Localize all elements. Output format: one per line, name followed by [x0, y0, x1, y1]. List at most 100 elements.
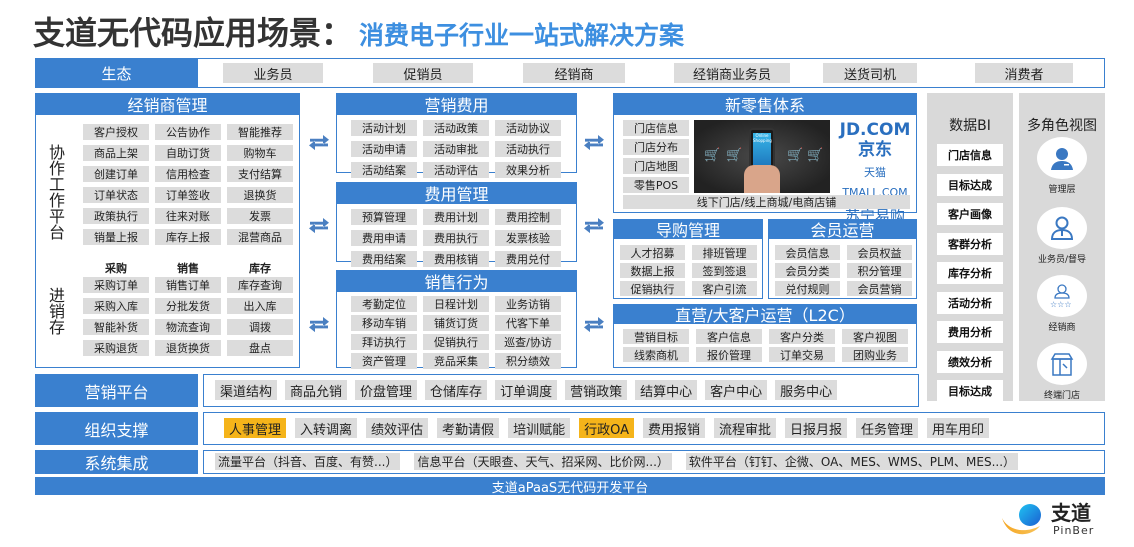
- l2c-item[interactable]: 团购业务: [842, 347, 908, 362]
- marketing-cost-item[interactable]: 效果分析: [495, 162, 561, 178]
- collab-item[interactable]: 订单状态: [83, 187, 149, 203]
- org-support-item[interactable]: 费用报销: [642, 418, 705, 438]
- integration-item[interactable]: 信息平台（天眼查、天气、招采网、比价网...）: [414, 453, 672, 470]
- new-retail-item[interactable]: 门店信息: [623, 120, 689, 136]
- l2c-item[interactable]: 订单交易: [769, 347, 835, 362]
- member-ops-item[interactable]: 会员信息: [775, 245, 840, 260]
- collab-item[interactable]: 退换货: [227, 187, 293, 203]
- cost-management-item[interactable]: 费用执行: [423, 230, 489, 246]
- cost-management-item[interactable]: 发票核验: [495, 230, 561, 246]
- sales-behavior-item[interactable]: 竞品采集: [423, 353, 489, 369]
- collab-item[interactable]: 商品上架: [83, 145, 149, 161]
- collab-item[interactable]: 订单签收: [155, 187, 221, 203]
- marketing-cost-item[interactable]: 活动政策: [423, 120, 489, 136]
- new-retail-item[interactable]: 零售POS: [623, 177, 689, 193]
- marketing-platform-item[interactable]: 渠道结构: [215, 380, 278, 400]
- data-bi-item[interactable]: 目标达成: [937, 380, 1003, 402]
- eco-role[interactable]: 促销员: [373, 63, 473, 83]
- member-ops-item[interactable]: 会员权益: [847, 245, 912, 260]
- eco-role[interactable]: 送货司机: [823, 63, 917, 83]
- data-bi-item[interactable]: 门店信息: [937, 144, 1003, 166]
- psi-item[interactable]: 采购订单: [83, 277, 149, 293]
- data-bi-item[interactable]: 费用分析: [937, 321, 1003, 343]
- data-bi-item[interactable]: 库存分析: [937, 262, 1003, 284]
- cost-management-item[interactable]: 费用核销: [423, 251, 489, 267]
- collab-item[interactable]: 公告协作: [155, 124, 221, 140]
- data-bi-item[interactable]: 活动分析: [937, 291, 1003, 314]
- marketing-cost-item[interactable]: 活动执行: [495, 141, 561, 157]
- eco-role[interactable]: 业务员: [223, 63, 323, 83]
- member-ops-item[interactable]: 会员分类: [775, 263, 840, 278]
- org-support-item[interactable]: 人事管理: [224, 418, 287, 438]
- data-bi-item[interactable]: 客群分析: [937, 232, 1003, 255]
- psi-item[interactable]: 调拨: [227, 319, 293, 335]
- eco-role[interactable]: 经销商业务员: [674, 63, 790, 83]
- org-support-item[interactable]: 培训赋能: [508, 418, 571, 438]
- marketing-cost-item[interactable]: 活动申请: [351, 141, 417, 157]
- cost-management-item[interactable]: 费用计划: [423, 209, 489, 225]
- integration-item[interactable]: 流量平台（抖音、百度、有赞...）: [215, 453, 401, 470]
- sales-behavior-item[interactable]: 日程计划: [423, 296, 489, 312]
- sales-behavior-item[interactable]: 巡查/协访: [495, 334, 561, 350]
- guide-management-item[interactable]: 客户引流: [692, 281, 757, 296]
- cost-management-item[interactable]: 费用控制: [495, 209, 561, 225]
- psi-item[interactable]: 出入库: [227, 298, 293, 314]
- psi-item[interactable]: 退货换货: [155, 340, 221, 356]
- collab-item[interactable]: 库存上报: [155, 229, 221, 245]
- l2c-item[interactable]: 客户信息: [696, 329, 762, 344]
- l2c-item[interactable]: 客户分类: [769, 329, 835, 344]
- psi-item[interactable]: 物流查询: [155, 319, 221, 335]
- sales-behavior-item[interactable]: 移动车销: [351, 315, 417, 331]
- guide-management-item[interactable]: 数据上报: [620, 263, 685, 278]
- collab-item[interactable]: 购物车: [227, 145, 293, 161]
- member-ops-item[interactable]: 会员营销: [847, 281, 912, 296]
- sales-behavior-item[interactable]: 资产管理: [351, 353, 417, 369]
- role-management[interactable]: 管理层: [1019, 137, 1105, 195]
- org-support-item[interactable]: 行政OA: [579, 418, 634, 438]
- psi-item[interactable]: 采购退货: [83, 340, 149, 356]
- org-support-item[interactable]: 用车用印: [927, 418, 990, 438]
- org-support-item[interactable]: 日报月报: [785, 418, 848, 438]
- collab-item[interactable]: 自助订货: [155, 145, 221, 161]
- new-retail-item[interactable]: 门店地图: [623, 158, 689, 174]
- l2c-item[interactable]: 报价管理: [696, 347, 762, 362]
- eco-role[interactable]: 消费者: [975, 63, 1073, 83]
- psi-item[interactable]: 库存查询: [227, 277, 293, 293]
- sales-behavior-item[interactable]: 代客下单: [495, 315, 561, 331]
- guide-management-item[interactable]: 人才招募: [620, 245, 685, 260]
- new-retail-item[interactable]: 门店分布: [623, 139, 689, 155]
- collab-item[interactable]: 发票: [227, 208, 293, 224]
- psi-item[interactable]: 分批发货: [155, 298, 221, 314]
- marketing-platform-item[interactable]: 仓储库存: [425, 380, 488, 400]
- l2c-item[interactable]: 客户视图: [842, 329, 908, 344]
- role-dealer[interactable]: ☆☆☆ 经销商: [1019, 275, 1105, 333]
- psi-item[interactable]: 采购入库: [83, 298, 149, 314]
- l2c-item[interactable]: 线索商机: [623, 347, 689, 362]
- sales-behavior-item[interactable]: 铺货订货: [423, 315, 489, 331]
- marketing-platform-item[interactable]: 商品允销: [285, 380, 348, 400]
- eco-role[interactable]: 经销商: [523, 63, 625, 83]
- marketing-cost-item[interactable]: 活动审批: [423, 141, 489, 157]
- marketing-cost-item[interactable]: 活动协议: [495, 120, 561, 136]
- guide-management-item[interactable]: 排班管理: [692, 245, 757, 260]
- cost-management-item[interactable]: 费用兑付: [495, 251, 561, 267]
- collab-item[interactable]: 智能推荐: [227, 124, 293, 140]
- marketing-platform-item[interactable]: 客户中心: [705, 380, 768, 400]
- integration-item[interactable]: 软件平台（钉钉、企微、OA、MES、WMS、PLM、MES...）: [685, 453, 1019, 470]
- marketing-platform-item[interactable]: 价盘管理: [355, 380, 418, 400]
- guide-management-item[interactable]: 促销执行: [620, 281, 685, 296]
- role-store[interactable]: 终端门店: [1019, 343, 1105, 401]
- org-support-item[interactable]: 绩效评估: [366, 418, 429, 438]
- data-bi-item[interactable]: 绩效分析: [937, 350, 1003, 373]
- marketing-platform-item[interactable]: 结算中心: [635, 380, 698, 400]
- cost-management-item[interactable]: 费用申请: [351, 230, 417, 246]
- member-ops-item[interactable]: 兑付规则: [775, 281, 840, 296]
- marketing-platform-item[interactable]: 服务中心: [775, 380, 838, 400]
- psi-item[interactable]: 销售订单: [155, 277, 221, 293]
- collab-item[interactable]: 信用检查: [155, 166, 221, 182]
- collab-item[interactable]: 客户授权: [83, 124, 149, 140]
- sales-behavior-item[interactable]: 业务访销: [495, 296, 561, 312]
- cost-management-item[interactable]: 预算管理: [351, 209, 417, 225]
- sales-behavior-item[interactable]: 促销执行: [423, 334, 489, 350]
- l2c-item[interactable]: 营销目标: [623, 329, 689, 344]
